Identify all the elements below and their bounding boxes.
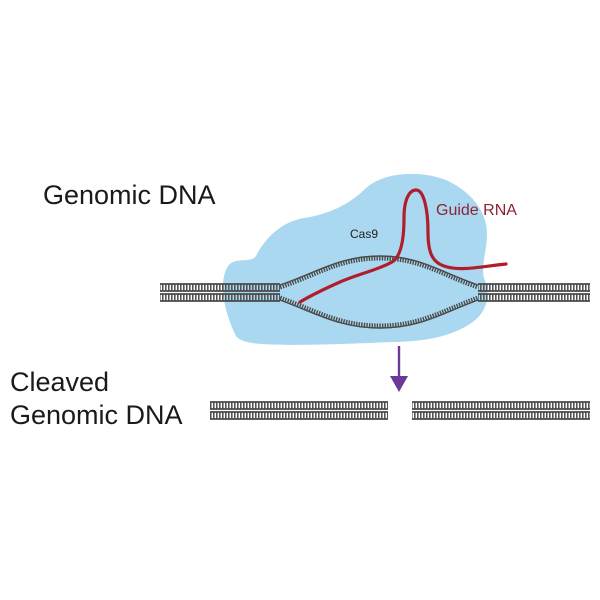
down-arrow-icon	[390, 346, 408, 392]
genomic-dna-label: Genomic DNA	[43, 180, 216, 210]
cleaved-dna-right	[412, 401, 590, 420]
dna-duplex-left	[160, 283, 280, 302]
guide-rna-strand	[298, 188, 508, 304]
cleaved-dna-left	[210, 401, 388, 420]
cleaved-label-line-1: Cleaved	[10, 367, 110, 397]
cas9-label: Cas9	[350, 227, 379, 241]
cleaved-genomic-dna-label: Cleaved Genomic DNA	[10, 366, 183, 432]
dna-strand-lower-bubble	[279, 295, 479, 329]
cleaved-label-line-2: Genomic DNA	[10, 400, 183, 430]
dna-strand-upper-bubble	[279, 255, 479, 290]
guide-rna-label: Guide RNA	[436, 202, 517, 219]
dna-duplex-right	[478, 283, 590, 302]
cas9-protein-shape	[222, 173, 488, 345]
